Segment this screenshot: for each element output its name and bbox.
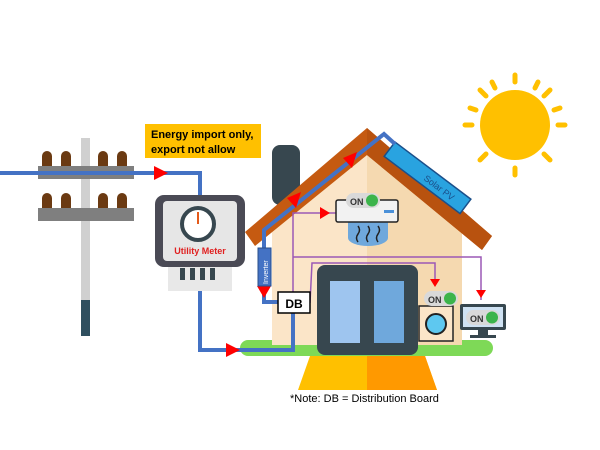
chimney [272, 145, 300, 205]
sun-icon [462, 72, 568, 178]
ac-toggle[interactable]: ON [346, 193, 380, 208]
washer-toggle[interactable]: ON [424, 291, 458, 306]
callout-line-2: export not allow [151, 144, 236, 156]
ac-toggle-label: ON [350, 197, 364, 207]
inverter-label: Inverter [263, 260, 270, 284]
washer-toggle-label: ON [428, 295, 442, 305]
washing-machine [418, 305, 454, 342]
distribution-board: DB [277, 291, 311, 314]
db-label: DB [285, 297, 303, 311]
power-wires [0, 131, 397, 352]
inverter: Inverter [257, 247, 272, 287]
monitor-toggle[interactable]: ON [466, 310, 500, 325]
import-only-callout: Energy import only, export not allow [145, 124, 261, 158]
footnote: *Note: DB = Distribution Board [290, 393, 439, 405]
utility-meter: Utility Meter [155, 195, 245, 291]
callout-line-1: Energy import only, [151, 129, 253, 141]
utility-pole [38, 138, 134, 336]
utility-meter-label: Utility Meter [174, 246, 226, 256]
monitor-toggle-label: ON [470, 314, 484, 324]
flow-arrows [154, 152, 357, 357]
